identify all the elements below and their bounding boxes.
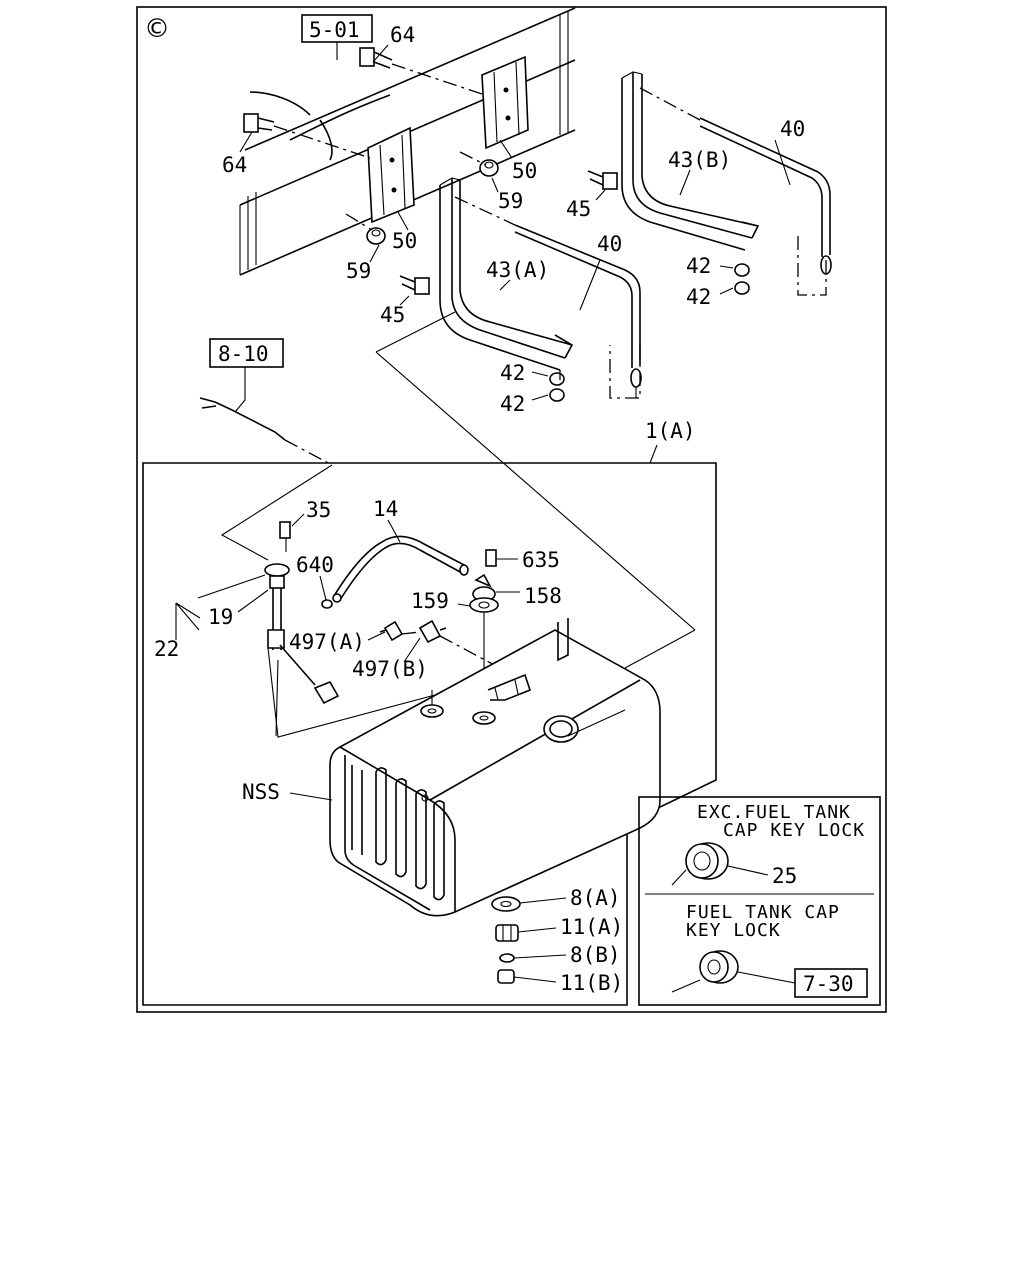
ref-8-10: 8-10 bbox=[218, 342, 269, 366]
clip-640 bbox=[321, 599, 333, 609]
callout-50-right: 50 bbox=[512, 159, 537, 183]
callout-35: 35 bbox=[306, 498, 331, 522]
callout-497A: 497(A) bbox=[289, 630, 365, 654]
callout-635: 635 bbox=[522, 548, 560, 572]
callout-8B: 8(B) bbox=[570, 943, 621, 967]
cap-option-box bbox=[638, 796, 881, 1006]
note-lock-line2: KEY LOCK bbox=[686, 920, 781, 941]
callout-64-top: 64 bbox=[390, 23, 415, 47]
callout-11B: 11(B) bbox=[560, 971, 623, 995]
callout-158: 158 bbox=[524, 584, 562, 608]
note-lock-line1: FUEL TANK CAP bbox=[686, 902, 840, 923]
callout-40-left: 40 bbox=[597, 232, 622, 256]
outer-frame bbox=[136, 6, 887, 1013]
callout-42-l2: 42 bbox=[500, 392, 525, 416]
callout-8A: 8(A) bbox=[570, 886, 621, 910]
callout-59-right: 59 bbox=[498, 189, 523, 213]
callout-59-left: 59 bbox=[346, 259, 371, 283]
callout-1A: 1(A) bbox=[645, 419, 696, 443]
callout-22: 22 bbox=[154, 637, 179, 661]
sensor-wire bbox=[199, 397, 333, 561]
note-exc-line1: EXC.FUEL TANK bbox=[697, 802, 851, 823]
callout-11A: 11(A) bbox=[560, 915, 623, 939]
nuts-42-left bbox=[549, 372, 565, 402]
nut-59-left bbox=[366, 227, 386, 245]
strap-43A bbox=[439, 177, 574, 371]
strap-43B bbox=[621, 71, 760, 251]
callout-42-r1: 42 bbox=[686, 254, 711, 278]
ref-box-7-30 bbox=[794, 968, 868, 998]
callout-43A: 43(A) bbox=[486, 258, 549, 282]
callout-40-right: 40 bbox=[780, 117, 805, 141]
bolt-45-right bbox=[587, 170, 618, 190]
ref-5-01: 5-01 bbox=[309, 18, 360, 42]
callout-NSS: NSS bbox=[242, 780, 280, 804]
callout-497B: 497(B) bbox=[352, 657, 428, 681]
callout-43B: 43(B) bbox=[668, 148, 731, 172]
callout-42-l1: 42 bbox=[500, 361, 525, 385]
drain-parts bbox=[491, 896, 521, 984]
ref-box-8-10 bbox=[209, 338, 284, 368]
fuel-tank bbox=[329, 618, 661, 917]
callout-42-r2: 42 bbox=[686, 285, 711, 309]
callout-14: 14 bbox=[373, 497, 398, 521]
note-exc-line2: CAP KEY LOCK bbox=[723, 820, 865, 841]
rod-40A bbox=[514, 224, 642, 398]
valve-497A bbox=[379, 620, 404, 642]
fuel-cap-keylock bbox=[699, 950, 739, 984]
callout-19: 19 bbox=[208, 605, 233, 629]
callout-25: 25 bbox=[772, 864, 797, 888]
bracket-50-left bbox=[367, 126, 415, 224]
callout-45-right: 45 bbox=[566, 197, 591, 221]
hose-14 bbox=[332, 535, 469, 603]
callout-640: 640 bbox=[296, 553, 334, 577]
bolt-45-left bbox=[399, 275, 430, 295]
callout-50-left: 50 bbox=[392, 229, 417, 253]
bracket-50-right bbox=[481, 55, 529, 150]
callout-159: 159 bbox=[411, 589, 449, 613]
nuts-42-right bbox=[734, 263, 750, 295]
fuel-sender-unit bbox=[264, 521, 340, 705]
fuel-cap-25 bbox=[685, 842, 729, 880]
valve-497B bbox=[418, 619, 447, 644]
rod-40B bbox=[699, 117, 832, 275]
nut-59-right bbox=[479, 159, 499, 177]
copyright-mark: © bbox=[144, 14, 170, 44]
breather-valve bbox=[469, 549, 499, 613]
callout-64-left: 64 bbox=[222, 153, 247, 177]
ref-7-30: 7-30 bbox=[803, 972, 854, 996]
bolt-64-top bbox=[359, 47, 393, 69]
callout-45-left: 45 bbox=[380, 303, 405, 327]
bolt-64-left bbox=[243, 113, 275, 133]
